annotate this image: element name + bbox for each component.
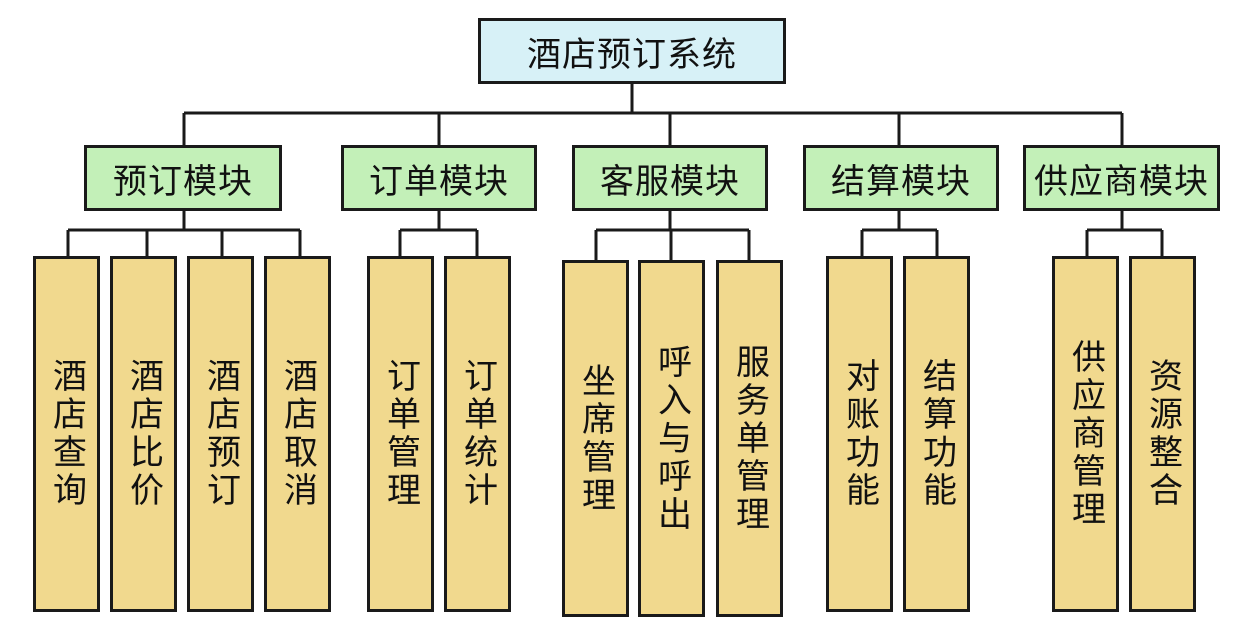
module-order-label: 订单模块 xyxy=(369,161,509,202)
root-label: 酒店预订系统 xyxy=(527,34,737,75)
leaf-resource-integration: 资源整合 xyxy=(1129,256,1196,612)
module-booking: 预订模块 xyxy=(84,145,282,211)
leaf-supplier-management: 供应商管理 xyxy=(1052,256,1119,612)
module-supplier-label: 供应商模块 xyxy=(1034,161,1209,202)
module-customer-service-label: 客服模块 xyxy=(600,161,740,202)
leaf-hotel-cancel: 酒店取消 xyxy=(264,256,331,612)
leaf-label: 坐席管理 xyxy=(575,362,616,515)
leaf-label: 呼入与呼出 xyxy=(651,343,692,534)
leaf-label: 供应商管理 xyxy=(1065,339,1106,529)
leaf-label: 酒店比价 xyxy=(123,358,164,510)
leaf-hotel-search: 酒店查询 xyxy=(33,256,100,612)
module-supplier: 供应商模块 xyxy=(1023,145,1220,211)
leaf-label: 酒店查询 xyxy=(46,358,87,510)
leaf-label: 结算功能 xyxy=(916,358,957,510)
leaf-label: 订单管理 xyxy=(380,358,421,510)
leaf-order-statistics: 订单统计 xyxy=(444,256,511,612)
leaf-settlement-function: 结算功能 xyxy=(903,256,970,612)
leaf-hotel-booking: 酒店预订 xyxy=(187,256,254,612)
module-settlement: 结算模块 xyxy=(803,145,999,211)
leaf-label: 对账功能 xyxy=(839,358,880,510)
leaf-call-in-out: 呼入与呼出 xyxy=(638,260,705,617)
leaf-service-order-management: 服务单管理 xyxy=(716,260,783,617)
module-order: 订单模块 xyxy=(341,145,537,211)
leaf-label: 资源整合 xyxy=(1142,358,1183,510)
leaf-order-management: 订单管理 xyxy=(367,256,434,612)
leaf-reconciliation: 对账功能 xyxy=(826,256,893,612)
module-customer-service: 客服模块 xyxy=(572,145,768,211)
root-system-box: 酒店预订系统 xyxy=(478,18,786,84)
module-settlement-label: 结算模块 xyxy=(831,161,971,202)
leaf-hotel-compare: 酒店比价 xyxy=(110,256,177,612)
leaf-label: 服务单管理 xyxy=(729,343,770,534)
leaf-label: 酒店取消 xyxy=(277,358,318,510)
leaf-seat-management: 坐席管理 xyxy=(562,260,629,617)
module-booking-label: 预订模块 xyxy=(113,161,253,202)
leaf-label: 酒店预订 xyxy=(200,358,241,510)
leaf-label: 订单统计 xyxy=(457,358,498,510)
